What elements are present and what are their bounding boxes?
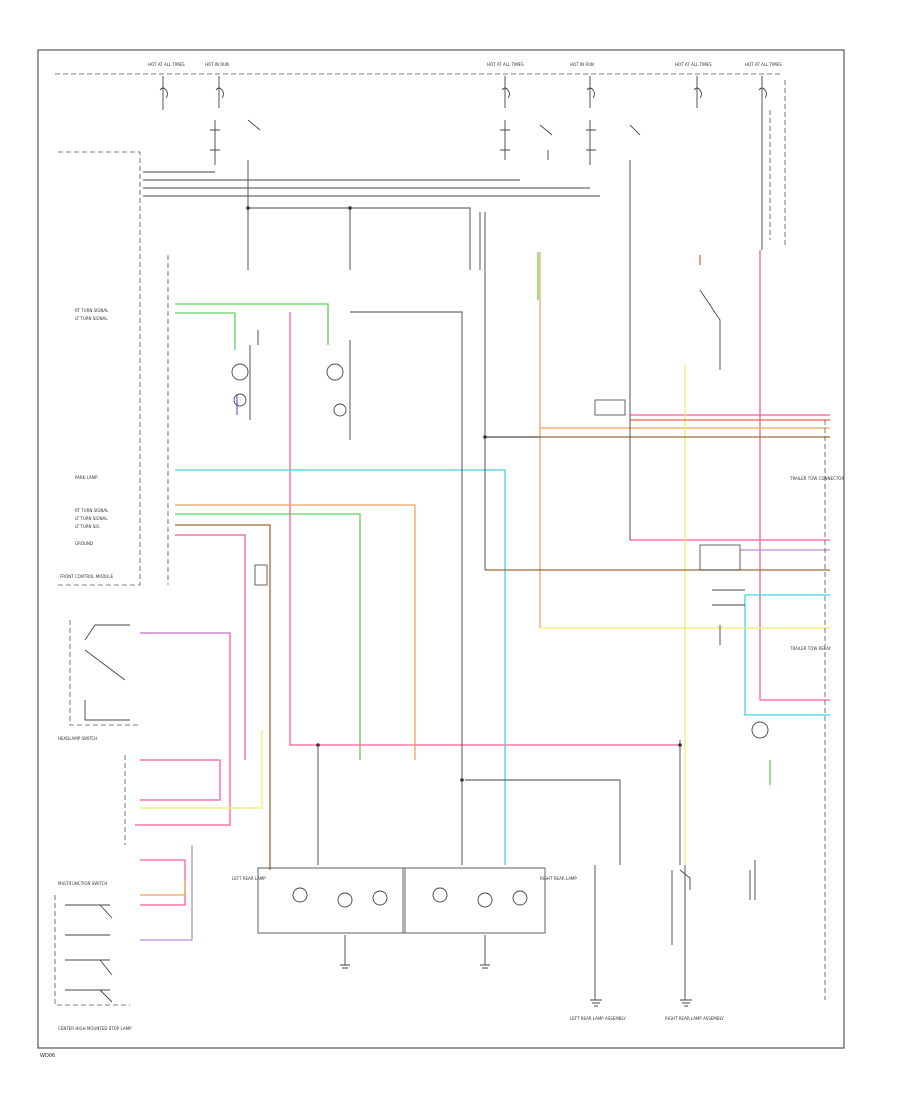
trailer-tow-area: TRAILER TOW CONNECTOR TRAILER TOW RELAY xyxy=(594,399,844,1000)
rear-lamp-blocks: LEFT REAR LAMP RIGHT REAR LAMP xyxy=(232,867,577,965)
feed-label-4: HOT IN RUN xyxy=(570,62,594,67)
feed-label-3: HOT AT ALL TIMES xyxy=(487,62,524,67)
trailer-connector-label: TRAILER TOW CONNECTOR xyxy=(789,476,844,481)
bottom-label-3: CENTER HIGH MOUNTED STOP LAMP xyxy=(58,1026,132,1031)
headlamp-switch: HEADLAMP SWITCH xyxy=(58,620,140,741)
bottom-label-2: RIGHT REAR LAMP ASSEMBLY xyxy=(665,1016,724,1021)
bottom-label-1: LEFT REAR LAMP ASSEMBLY xyxy=(570,1016,626,1021)
ground-symbols xyxy=(340,964,692,1007)
fcm-pin-1: RT TURN SIGNAL xyxy=(75,308,109,313)
feed-label-5: HOT AT ALL TIMES xyxy=(675,62,712,67)
front-lamp-sockets xyxy=(231,363,347,586)
page-code: WD06 xyxy=(40,1053,55,1059)
multifunction-switch: MULTIFUNCTION SWITCH xyxy=(54,755,130,1006)
fcm-pin-7: GROUND xyxy=(75,541,93,546)
feed-label-6: HOT AT ALL TIMES xyxy=(745,62,782,67)
fcm-pin-3: PARK LAMP xyxy=(75,475,98,480)
multifunction-switch-title: MULTIFUNCTION SWITCH xyxy=(58,881,107,886)
headlamp-switch-title: HEADLAMP SWITCH xyxy=(58,736,97,741)
module-bus-lines xyxy=(143,171,600,270)
front-control-module: RT TURN SIGNAL LT TURN SIGNAL PARK LAMP … xyxy=(58,151,169,586)
fcm-pin-4: RT TURN SIGNAL xyxy=(75,508,109,513)
feed-label-1: HOT AT ALL TIMES xyxy=(148,62,185,67)
trailer-relay-label: TRAILER TOW RELAY xyxy=(789,646,832,651)
fcm-pin-5: LT TURN SIGNAL xyxy=(75,516,108,521)
top-power-feeds: HOT AT ALL TIMES HOT IN RUN HOT AT ALL T… xyxy=(55,62,786,250)
fcm-pin-2: LT TURN SIGNAL xyxy=(75,316,108,321)
bottom-labels: LEFT REAR LAMP ASSEMBLY RIGHT REAR LAMP … xyxy=(58,1016,724,1031)
colored-wires xyxy=(135,250,830,941)
block-right-label: RIGHT REAR LAMP xyxy=(540,876,577,881)
block-left-label: LEFT REAR LAMP xyxy=(232,876,266,881)
fcm-title: FRONT CONTROL MODULE xyxy=(60,574,114,579)
black-wires xyxy=(249,212,756,1000)
diagram-frame xyxy=(37,49,845,1049)
feed-label-2: HOT IN RUN xyxy=(205,62,229,67)
junction-dots xyxy=(246,206,682,782)
fcm-pin-6: LT TURN SIG xyxy=(75,524,100,529)
